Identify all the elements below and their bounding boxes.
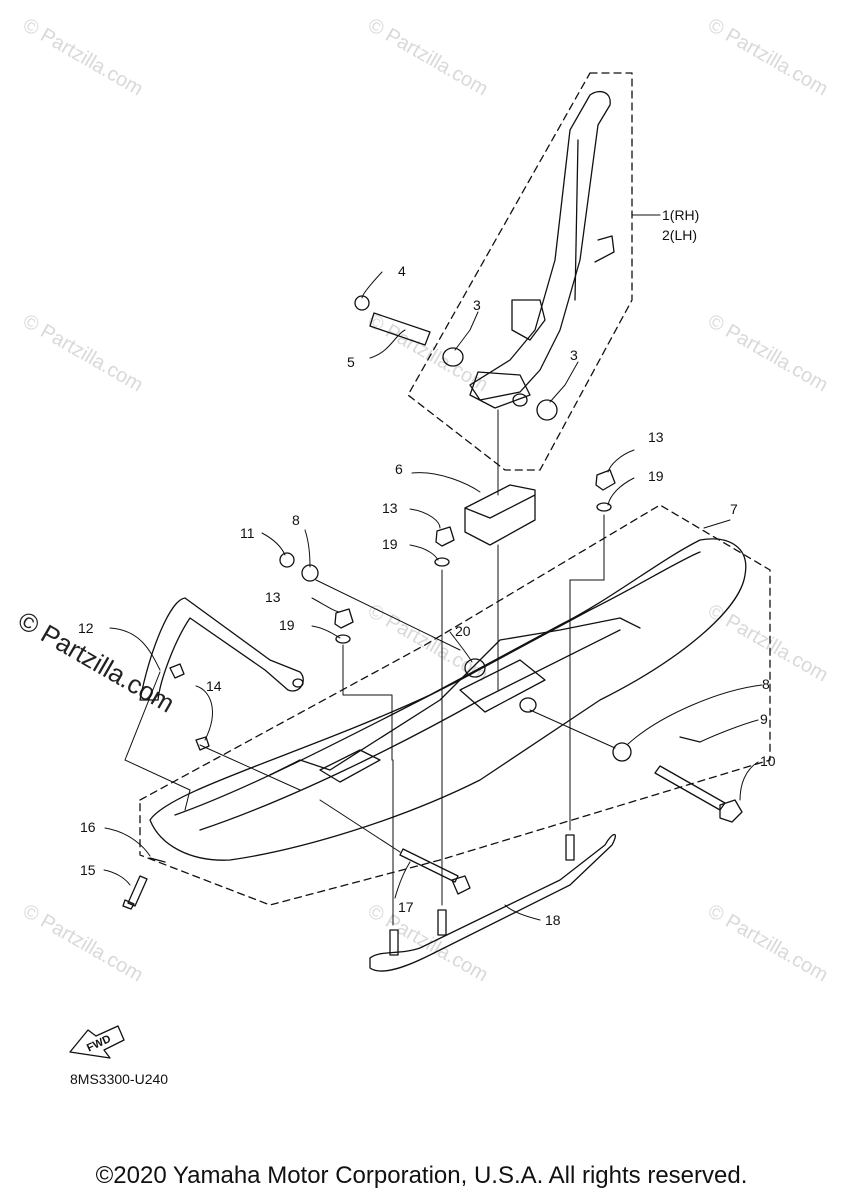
callout-8: 8 bbox=[762, 676, 770, 692]
nut-part bbox=[435, 526, 455, 547]
fwd-arrow-icon bbox=[69, 1025, 125, 1059]
callout-5: 5 bbox=[347, 354, 355, 370]
spring-washer-part bbox=[149, 857, 166, 863]
nut-part bbox=[279, 552, 295, 568]
callout-3: 3 bbox=[570, 347, 578, 363]
callout-2: 2(LH) bbox=[662, 227, 697, 243]
ski-body-part bbox=[149, 538, 747, 861]
callout-1: 1(RH) bbox=[662, 207, 699, 223]
callout-19: 19 bbox=[648, 468, 664, 484]
stud-part bbox=[389, 929, 399, 956]
shaft-part bbox=[369, 312, 431, 346]
callout-11: 11 bbox=[240, 525, 255, 541]
nut-part bbox=[169, 663, 185, 679]
stud-part bbox=[565, 834, 575, 861]
dashed-outline-steering bbox=[407, 72, 633, 471]
ski-handle-part bbox=[139, 597, 304, 701]
nut-part bbox=[334, 608, 354, 629]
dashed-outline-ski bbox=[139, 504, 771, 906]
callout-13: 13 bbox=[382, 500, 398, 516]
bolt-part bbox=[399, 848, 471, 895]
callout-13: 13 bbox=[648, 429, 664, 445]
cotter-pin-part bbox=[679, 736, 701, 743]
bushing-part bbox=[442, 347, 464, 367]
washer-part bbox=[596, 502, 612, 512]
callout-14: 14 bbox=[206, 678, 222, 694]
leader-lines bbox=[103, 214, 763, 926]
callout-3: 3 bbox=[473, 297, 481, 313]
steering-post-part bbox=[469, 91, 615, 409]
callout-7: 7 bbox=[730, 501, 738, 517]
fwd-label: FWD bbox=[85, 1033, 113, 1054]
nut-part bbox=[595, 469, 616, 491]
bolt-part bbox=[654, 765, 743, 823]
callout-9: 9 bbox=[760, 711, 768, 727]
handle-hole bbox=[292, 678, 304, 688]
callout-6: 6 bbox=[395, 461, 403, 477]
callout-18: 18 bbox=[545, 912, 561, 928]
callout-4: 4 bbox=[398, 263, 406, 279]
callout-8: 8 bbox=[292, 512, 300, 528]
callout-17: 17 bbox=[398, 899, 414, 915]
callout-19: 19 bbox=[382, 536, 398, 552]
washer-part bbox=[335, 634, 351, 644]
callout-19: 19 bbox=[279, 617, 295, 633]
washer-part bbox=[434, 557, 450, 567]
callout-20: 20 bbox=[455, 623, 471, 639]
copyright-notice: ©2020 Yamaha Motor Corporation, U.S.A. A… bbox=[95, 1162, 748, 1189]
callout-10: 10 bbox=[760, 753, 776, 769]
screw-part bbox=[122, 875, 148, 910]
callout-16: 16 bbox=[80, 819, 96, 835]
bushing-part bbox=[536, 399, 558, 421]
stud-part bbox=[437, 909, 447, 936]
callout-12: 12 bbox=[78, 620, 94, 636]
callout-15: 15 bbox=[80, 862, 96, 878]
washer-part bbox=[612, 742, 632, 762]
collar-part bbox=[354, 295, 370, 311]
callout-13: 13 bbox=[265, 589, 281, 605]
diagram-code: 8MS3300-U240 bbox=[70, 1071, 169, 1087]
bracket-part bbox=[464, 484, 536, 546]
nut-part bbox=[195, 736, 210, 751]
